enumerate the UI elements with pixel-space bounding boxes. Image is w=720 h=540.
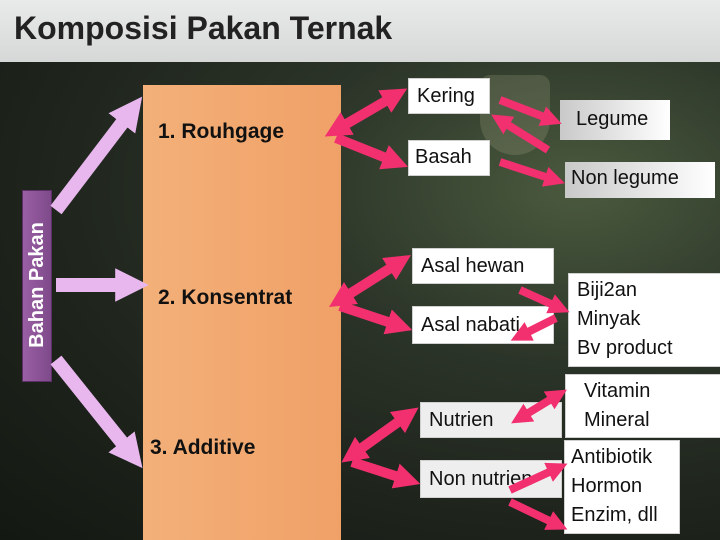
side-to-category-arrows xyxy=(50,96,149,469)
category-additive: 3. Additive xyxy=(150,436,256,459)
non-legume-box: Non legume xyxy=(565,162,715,198)
basah-box: Basah xyxy=(408,140,490,176)
category-rouhgage: 1. Rouhgage xyxy=(158,120,285,143)
nabati-item: Biji2an xyxy=(577,279,638,301)
category-panel xyxy=(143,85,341,540)
non-nutrien-item: Enzim, dll xyxy=(571,504,658,526)
nabati-items-box: Biji2an Minyak Bv product xyxy=(568,273,720,367)
asal-nabati-label: Asal nabati xyxy=(421,314,520,336)
non-nutrien-items-box: Antibiotik Hormon Enzim, dll xyxy=(564,440,680,534)
asal-hewan-box: Asal hewan xyxy=(412,248,554,284)
page-title: Komposisi Pakan Ternak xyxy=(14,10,393,46)
non-legume-label: Non legume xyxy=(571,167,679,189)
category-to-subcategory-arrows xyxy=(324,88,421,489)
non-nutrien-box: Non nutrien xyxy=(420,460,562,498)
kering-label: Kering xyxy=(417,85,475,107)
nutrien-label: Nutrien xyxy=(429,409,494,431)
legume-label: Legume xyxy=(576,108,649,130)
category-konsentrat: 2. Konsentrat xyxy=(158,286,293,309)
side-label-box: Bahan Pakan xyxy=(22,190,52,382)
non-nutrien-item: Hormon xyxy=(571,475,643,497)
non-nutrien-label: Non nutrien xyxy=(429,468,533,490)
nabati-item: Bv product xyxy=(577,337,673,359)
basah-label: Basah xyxy=(415,146,472,168)
title-bar: Komposisi Pakan Ternak xyxy=(0,0,720,62)
legume-box: Legume xyxy=(560,100,670,140)
asal-hewan-label: Asal hewan xyxy=(421,255,525,277)
subcategory-to-detail-arrows xyxy=(491,96,570,530)
non-nutrien-item: Antibiotik xyxy=(571,446,653,468)
nutrien-item: Mineral xyxy=(584,409,650,431)
arrow-to-rouhgage xyxy=(50,96,143,215)
arrow-to-additive xyxy=(50,355,143,469)
nutrien-item: Vitamin xyxy=(584,380,651,402)
nabati-item: Minyak xyxy=(577,308,641,330)
kering-box: Kering xyxy=(408,78,490,114)
